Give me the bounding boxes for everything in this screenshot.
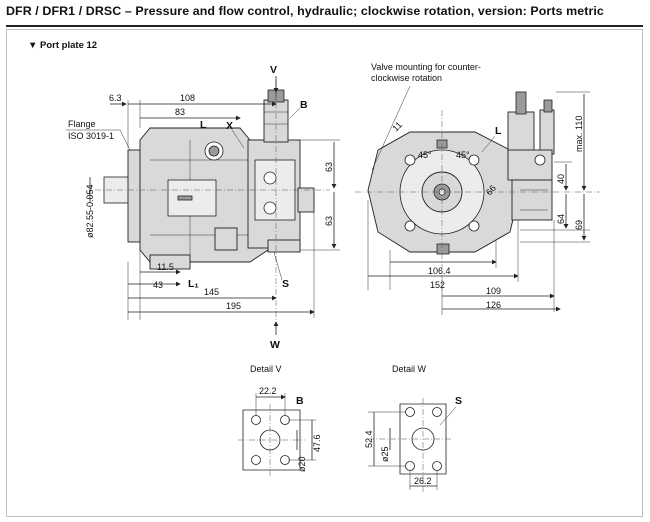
dim-69: 69 <box>574 220 584 230</box>
port-label-L1: L₁ <box>188 278 199 290</box>
front-view-dimensions: Valve mounting for counter- clockwise ro… <box>367 62 590 315</box>
front-port-label-L: L <box>495 125 502 137</box>
page-title: DFR / DFR1 / DRSC – Pressure and flow co… <box>6 4 604 18</box>
dim-83: 83 <box>175 107 185 117</box>
view-label-W: W <box>270 339 280 351</box>
drawing-frame <box>6 29 643 517</box>
dim-63-bottom: 63 <box>324 216 334 226</box>
dim-22-2: 22.2 <box>259 386 277 396</box>
dim-109: 109 <box>486 286 501 296</box>
side-view <box>95 80 330 320</box>
dim-195: 195 <box>226 301 241 311</box>
detail-v-title: Detail V <box>250 364 282 374</box>
dim-d20: ø20 <box>297 456 307 472</box>
dim-47-6: 47.6 <box>312 434 322 452</box>
port-label-L: L <box>200 119 207 131</box>
detail-w: Detail W S 52.4 ø25 26.2 <box>364 364 462 492</box>
valve-note-line2: clockwise rotation <box>371 73 442 83</box>
flange-standard: ISO 3019-1 <box>68 131 114 141</box>
dim-152: 152 <box>430 280 445 290</box>
dim-52-4: 52.4 <box>364 430 374 448</box>
port-label-S: S <box>282 278 289 290</box>
detail-v-label-B: B <box>296 395 304 407</box>
dim-11-5: 11.5 <box>157 262 174 272</box>
dim-6-3: 6.3 <box>109 93 122 103</box>
valve-note-line1: Valve mounting for counter- <box>371 62 481 72</box>
dim-106-4: 106.4 <box>428 266 451 276</box>
dim-shaft-diameter: ø82.55-0.054 <box>85 184 95 238</box>
dim-66: 66 <box>484 183 498 197</box>
detail-w-title: Detail W <box>392 364 427 374</box>
dim-26-2: 26.2 <box>414 476 432 486</box>
detail-v: Detail V 22.2 B ø20 47.6 <box>238 364 322 476</box>
dim-63-top: 63 <box>324 162 334 172</box>
port-label-B: B <box>300 99 308 111</box>
dim-108: 108 <box>180 93 195 103</box>
front-view <box>355 91 600 290</box>
dim-145: 145 <box>204 287 219 297</box>
port-label-X: X <box>226 120 233 132</box>
title-rule <box>6 25 643 27</box>
angle-45-right: 45° <box>456 150 470 160</box>
dim-126: 126 <box>486 300 501 310</box>
detail-w-label-S: S <box>455 395 462 407</box>
dim-64: 64 <box>556 214 566 224</box>
dim-11: 11 <box>390 120 404 134</box>
port-plate-heading: ▼ Port plate 12 <box>28 40 98 51</box>
flange <box>127 149 141 243</box>
dim-max-110: max. 110 <box>574 116 584 152</box>
side-view-dimensions: 6.3 108 83 Flange ISO 3019-1 ø82.55-0.05… <box>66 64 340 351</box>
flange-label: Flange <box>68 119 96 129</box>
dim-d25: ø25 <box>380 446 390 462</box>
view-label-V: V <box>270 64 277 76</box>
dim-43: 43 <box>153 280 163 290</box>
dim-40: 40 <box>556 174 566 184</box>
angle-45-left: 45° <box>418 150 432 160</box>
